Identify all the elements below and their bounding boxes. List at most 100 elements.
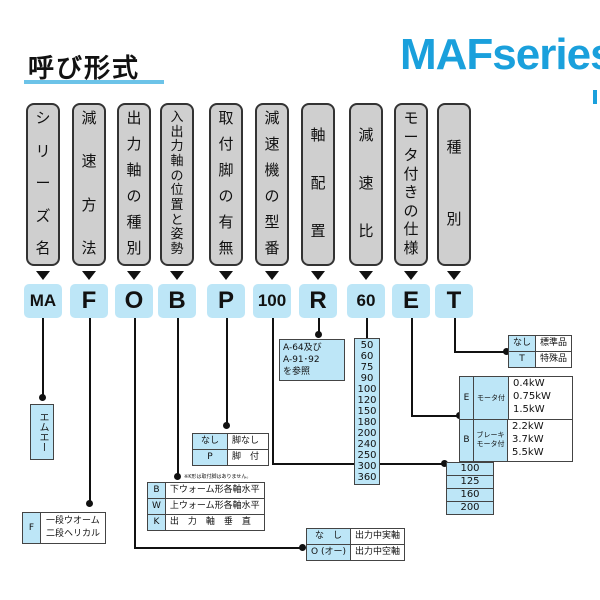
column-label-char: き: [403, 183, 419, 202]
code-box: 60: [347, 284, 385, 318]
column-label-char: 速: [81, 152, 97, 171]
column-header: 減速方法: [72, 103, 106, 266]
table-key: T: [507, 351, 537, 368]
column-label-char: と: [170, 212, 184, 228]
table-value: 脚 付: [227, 449, 269, 466]
column-header: 減速比: [349, 103, 383, 266]
column-label-char: 別: [126, 239, 142, 257]
connector-line: [366, 318, 368, 338]
edge-marker: [593, 90, 597, 104]
column-label-char: ズ: [35, 206, 51, 225]
column-label-char: 付: [403, 164, 419, 183]
ratio-value: 300: [357, 461, 377, 472]
code-box: MA: [24, 284, 62, 318]
table-value: 上ウォーム形各軸水平: [164, 498, 265, 515]
table-value: 出力中実軸: [349, 528, 405, 545]
down-arrow-icon: [82, 271, 96, 280]
connector-line: [177, 318, 179, 476]
column-header: 軸配置: [301, 103, 335, 266]
column-label-char: 位: [170, 183, 184, 199]
motor-value: 0.4kW: [513, 378, 545, 389]
connector-line: [89, 318, 91, 504]
column-label-char: 番: [264, 239, 280, 257]
table-row: なし脚なし: [192, 433, 269, 450]
column-label-char: 種: [446, 137, 462, 156]
connector-dot: [315, 331, 322, 338]
column-label-char: 種: [126, 213, 142, 231]
series-name-text: エムエー: [37, 412, 48, 452]
axis-ref-box: A-64及び A-91･92 を参照: [279, 339, 345, 381]
column-label-char: 別: [446, 210, 462, 229]
motor-value: 0.75kW: [513, 391, 551, 402]
ratio-value: 75: [360, 362, 374, 373]
table-key: O (オー): [306, 544, 351, 561]
motor-value: 3.7kW: [512, 433, 544, 445]
series-name-box: エムエー: [30, 404, 54, 460]
column-label-char: 置: [310, 222, 326, 241]
connector-dot: [299, 544, 306, 551]
model-value: 125: [447, 476, 493, 489]
column-header: 取付脚の有無: [209, 103, 243, 266]
table-row: な し出力中実軸: [306, 528, 405, 545]
column-label-char: 比: [358, 222, 374, 241]
column-label-char: 軸: [310, 125, 326, 144]
ratio-value: 120: [357, 395, 377, 406]
column-label-char: 力: [170, 139, 184, 155]
column-header: 出力軸の種別: [117, 103, 151, 266]
column-label-char: 仕: [403, 220, 419, 239]
connector-line: [134, 547, 302, 549]
table-value: 下ウォーム形各軸水平: [164, 482, 265, 499]
motor-group-e: E モータ付 0.4kW 0.75kW 1.5kW: [460, 377, 572, 420]
column-label-char: シ: [35, 109, 51, 127]
column-label-char: 出: [170, 124, 184, 140]
column-label-char: 入: [170, 110, 184, 125]
column-label-char: 方: [81, 195, 97, 214]
ratio-value: 60: [360, 351, 374, 362]
column-label-char: 様: [403, 238, 419, 257]
table-value: 脚なし: [227, 433, 269, 450]
column-label-char: 軸: [170, 153, 184, 169]
column-label-char: 姿: [170, 227, 184, 243]
motor-label: ブレーキモータ付: [474, 419, 508, 461]
table-key: K: [147, 514, 166, 531]
method-line: 二段ヘリカル: [46, 529, 101, 539]
table-key: なし: [192, 433, 228, 450]
down-arrow-icon: [265, 271, 279, 280]
column-label-char: の: [403, 201, 419, 220]
motor-key: B: [460, 419, 474, 461]
table-value: 出 力 軸 垂 直: [164, 514, 265, 531]
down-arrow-icon: [311, 271, 325, 280]
connector-line: [411, 415, 459, 417]
ratio-value: 150: [357, 406, 377, 417]
connector-dot: [223, 422, 230, 429]
code-box: F: [70, 284, 108, 318]
column-label-char: 型: [264, 213, 280, 231]
table-value: 出力中空軸: [349, 544, 405, 561]
model-value: 160: [447, 489, 493, 502]
column-label-char: 力: [126, 135, 142, 153]
title-underline: [24, 80, 164, 84]
column-label-char: 出: [126, 109, 142, 127]
column-label-char: 付: [218, 135, 234, 153]
table-key: P: [192, 449, 228, 466]
down-arrow-icon: [36, 271, 50, 280]
table-key: なし: [507, 335, 537, 352]
motor-table: E モータ付 0.4kW 0.75kW 1.5kW B ブレーキモータ付 2.2…: [459, 376, 573, 462]
connector-line: [411, 318, 413, 417]
down-arrow-icon: [447, 271, 461, 280]
column-label-char: の: [170, 168, 184, 184]
ratio-value: 180: [357, 417, 377, 428]
ratio-value: 240: [357, 439, 377, 450]
connector-line: [42, 318, 44, 398]
motor-label: モータ付: [474, 377, 509, 419]
column-label-char: 減: [264, 109, 280, 127]
connector-line: [454, 318, 456, 353]
